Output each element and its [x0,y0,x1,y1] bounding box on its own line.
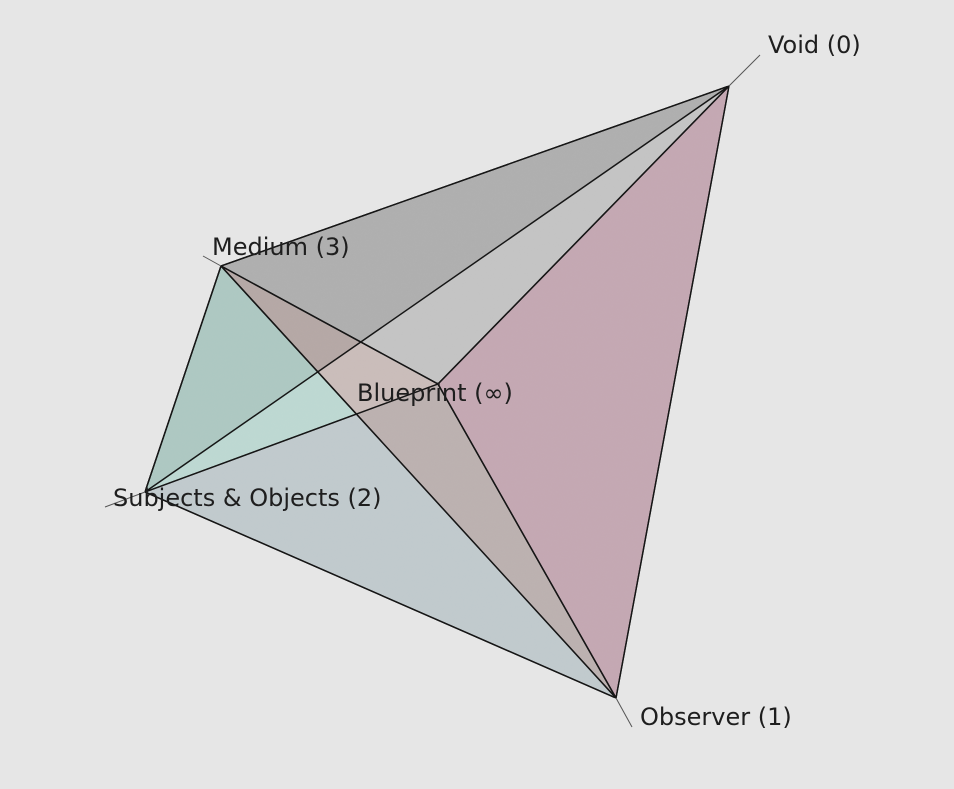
vertex-label-observer: Observer (1) [640,703,792,731]
vertex-label-blueprint: Blueprint (∞) [357,379,513,407]
edge-medium-blueprint [220,265,439,385]
edge-blueprint-observer [437,383,617,699]
vertex-label-void: Void (0) [768,31,861,59]
edge-medium-void [220,85,730,267]
label-leaders [104,54,761,728]
edge-blueprint-void [437,85,730,385]
vertex-label-medium: Medium (3) [212,233,350,261]
edges-layer [144,85,730,699]
edge-medium-observer [220,265,617,699]
leader-medium [202,255,222,267]
edge-subjects-blueprint [144,383,439,493]
edge-void-observer [615,85,730,699]
leader-observer [615,697,633,728]
vertex-label-subjects: Subjects & Objects (2) [113,484,382,512]
leader-subjects [104,491,146,508]
vertex-labels: Void (0) Observer (1) Subjects & Objects… [113,31,861,731]
leader-void [728,54,761,87]
edge-subjects-observer [144,491,617,699]
edge-subjects-void [144,85,730,493]
edge-medium-subjects [144,265,222,493]
